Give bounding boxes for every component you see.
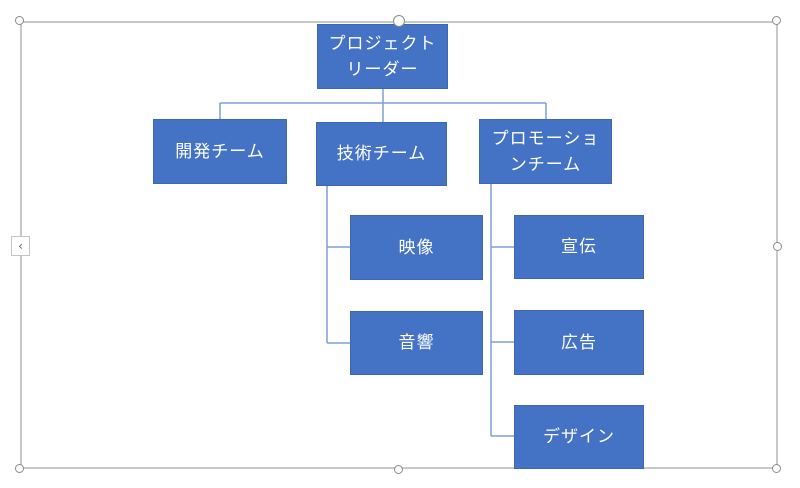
rotate-handle[interactable] — [393, 15, 405, 27]
node-promo-team[interactable]: プロモーショ ンチーム — [479, 119, 612, 184]
node-video[interactable]: 映像 — [350, 215, 483, 280]
node-project-leader[interactable]: プロジェクト リーダー — [317, 24, 448, 89]
node-sound[interactable]: 音響 — [350, 311, 483, 375]
node-advertising[interactable]: 広告 — [514, 310, 644, 375]
node-design[interactable]: デザイン — [514, 405, 644, 469]
resize-handle-bottom-center[interactable] — [394, 465, 403, 474]
resize-handle-top-left[interactable] — [15, 16, 24, 25]
node-tech-team[interactable]: 技術チーム — [316, 122, 447, 186]
node-dev-team[interactable]: 開発チーム — [153, 119, 287, 184]
node-publicity[interactable]: 宣伝 — [514, 215, 644, 279]
resize-handle-top-right[interactable] — [772, 16, 781, 25]
resize-handle-bottom-right[interactable] — [772, 464, 781, 473]
chevron-left-icon: ‹ — [18, 239, 23, 253]
resize-handle-bottom-left[interactable] — [15, 464, 24, 473]
resize-handle-middle-right[interactable] — [773, 242, 782, 251]
text-pane-toggle[interactable]: ‹ — [11, 236, 30, 256]
